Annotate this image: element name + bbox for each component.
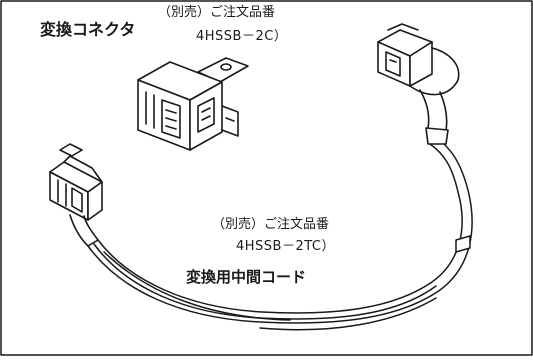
converter-connector-label: 変換コネクタ [40, 20, 136, 39]
harness-part-number-label: 4HSSB－2TC） [236, 239, 335, 254]
converter-connector-illustration [137, 57, 249, 151]
harness-sold-separately-label: （別売）ご注文品番 [212, 217, 330, 232]
left-connector-illustration [49, 143, 103, 247]
converter-sold-separately-label: （別売）ご注文品番 [158, 5, 276, 20]
intermediate-cord-label: 変換用中間コード [186, 268, 307, 286]
right-connector-illustration [377, 23, 460, 145]
harness-wires [87, 143, 473, 331]
converter-part-number-label: 4HSSB－2C） [196, 29, 288, 44]
